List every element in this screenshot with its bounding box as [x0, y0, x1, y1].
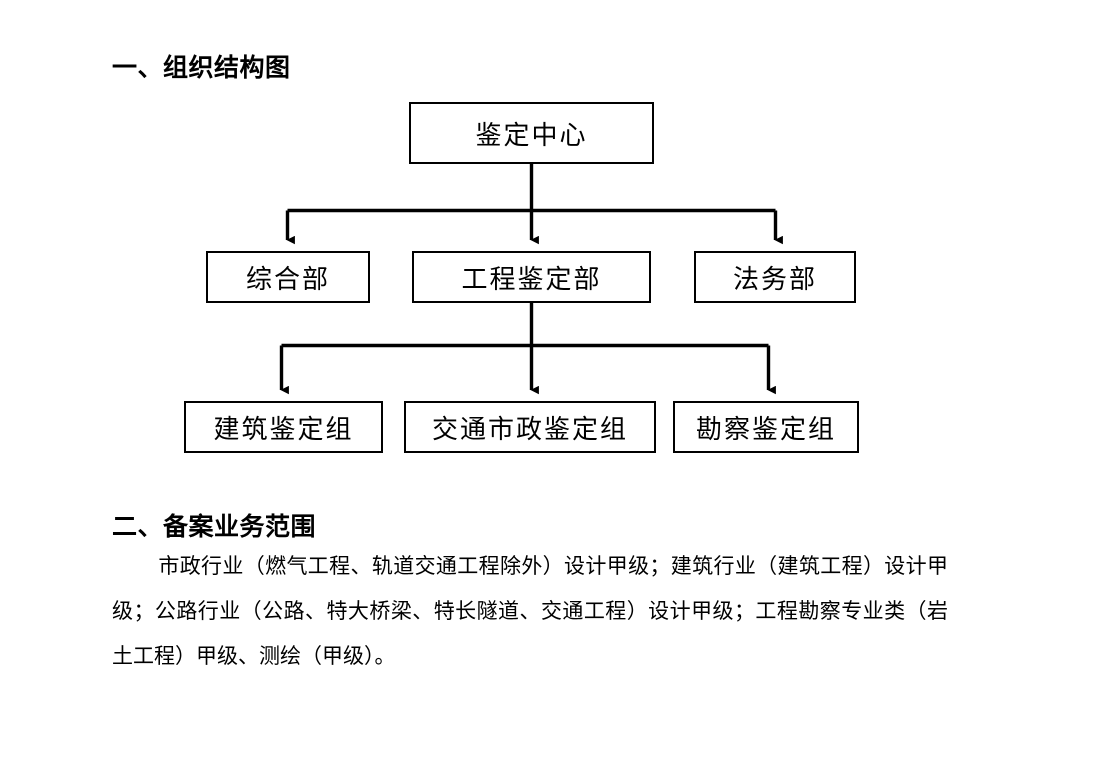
org-node-building-appraisal-group: 建筑鉴定组: [184, 401, 383, 453]
page-title-section-2: 二、备案业务范围: [112, 511, 317, 541]
org-node-general-department: 综合部: [206, 251, 370, 303]
org-structure-diagram: 鉴定中心 综合部 工程鉴定部 法务部 建筑鉴定组 交通市政鉴定组 勘察鉴定组: [184, 102, 859, 453]
org-chart-connectors: [279, 164, 783, 395]
org-node-traffic-municipal-appraisal-group: 交通市政鉴定组: [404, 401, 656, 453]
business-scope-text: 市政行业（燃气工程、轨道交通工程除外）设计甲级；建筑行业（建筑工程）设计甲级；公…: [112, 554, 948, 668]
page-title-section-1: 一、组织结构图: [112, 52, 291, 82]
org-node-engineering-appraisal-department: 工程鉴定部: [412, 251, 651, 303]
org-node-center: 鉴定中心: [409, 102, 654, 164]
connector-level1-to-level2: [285, 164, 783, 245]
connector-level2-to-level3: [279, 303, 776, 395]
business-scope-paragraph: 市政行业（燃气工程、轨道交通工程除外）设计甲级；建筑行业（建筑工程）设计甲级；公…: [112, 544, 948, 679]
org-node-legal-department: 法务部: [694, 251, 856, 303]
org-node-survey-appraisal-group: 勘察鉴定组: [673, 401, 859, 453]
